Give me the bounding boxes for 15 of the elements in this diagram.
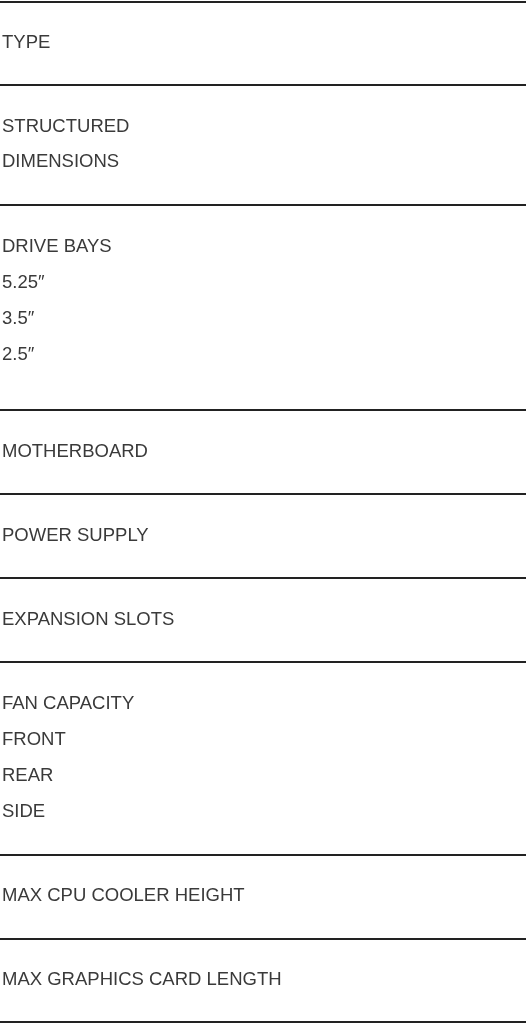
section-heading: FAN CAPACITY bbox=[2, 691, 135, 715]
spec-label: MAX GRAPHICS CARD LENGTH bbox=[2, 967, 282, 991]
sub-label: 5.25″ bbox=[2, 270, 45, 294]
spec-label: EXPANSION SLOTS bbox=[2, 607, 175, 631]
sub-label: REAR bbox=[2, 763, 54, 787]
section-heading: DRIVE BAYS bbox=[2, 234, 112, 258]
sub-label: FRONT bbox=[2, 727, 66, 751]
spec-label: POWER SUPPLY bbox=[2, 523, 149, 547]
spec-label: MAX CPU COOLER HEIGHT bbox=[2, 883, 245, 907]
spec-label: STRUCTURED DIMENSIONS bbox=[2, 114, 131, 173]
spec-label: MOTHERBOARD bbox=[2, 439, 148, 463]
sub-label: SIDE bbox=[2, 799, 46, 823]
spec-label: TYPE bbox=[2, 30, 51, 54]
sub-label: 3.5″ bbox=[2, 306, 35, 330]
sub-label: 2.5″ bbox=[2, 342, 35, 366]
